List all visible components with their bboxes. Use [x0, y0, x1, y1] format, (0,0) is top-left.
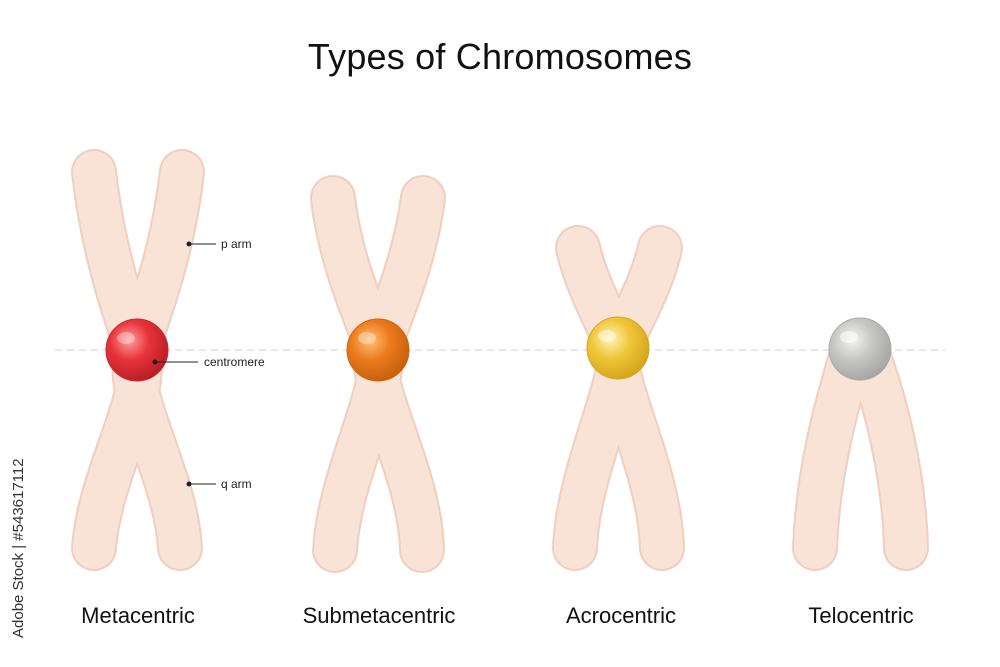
- centromere-label: centromere: [204, 355, 265, 369]
- telocentric-centromere: [828, 317, 892, 381]
- telocentric-chromosome: [792, 337, 929, 571]
- acrocentric-chromosome: [552, 225, 685, 571]
- telocentric-label: Telocentric: [808, 603, 914, 628]
- submetacentric-centromere: [346, 318, 410, 382]
- diagram-title: Types of Chromosomes: [307, 36, 693, 77]
- annotation-leaders: [152, 241, 216, 487]
- watermark-text: Adobe Stock | #543617112: [10, 458, 27, 638]
- metacentric-label: Metacentric: [81, 603, 195, 628]
- acrocentric-centromere: [586, 316, 650, 380]
- metacentric-centromere: [105, 318, 169, 382]
- acrocentric-label: Acrocentric: [565, 603, 677, 628]
- submetacentric-label: Submetacentric: [302, 603, 456, 628]
- p-arm-label: p arm: [221, 237, 252, 251]
- q-arm-label: q arm: [221, 477, 252, 491]
- stock-watermark: Adobe Stock | #543617112: [10, 438, 34, 638]
